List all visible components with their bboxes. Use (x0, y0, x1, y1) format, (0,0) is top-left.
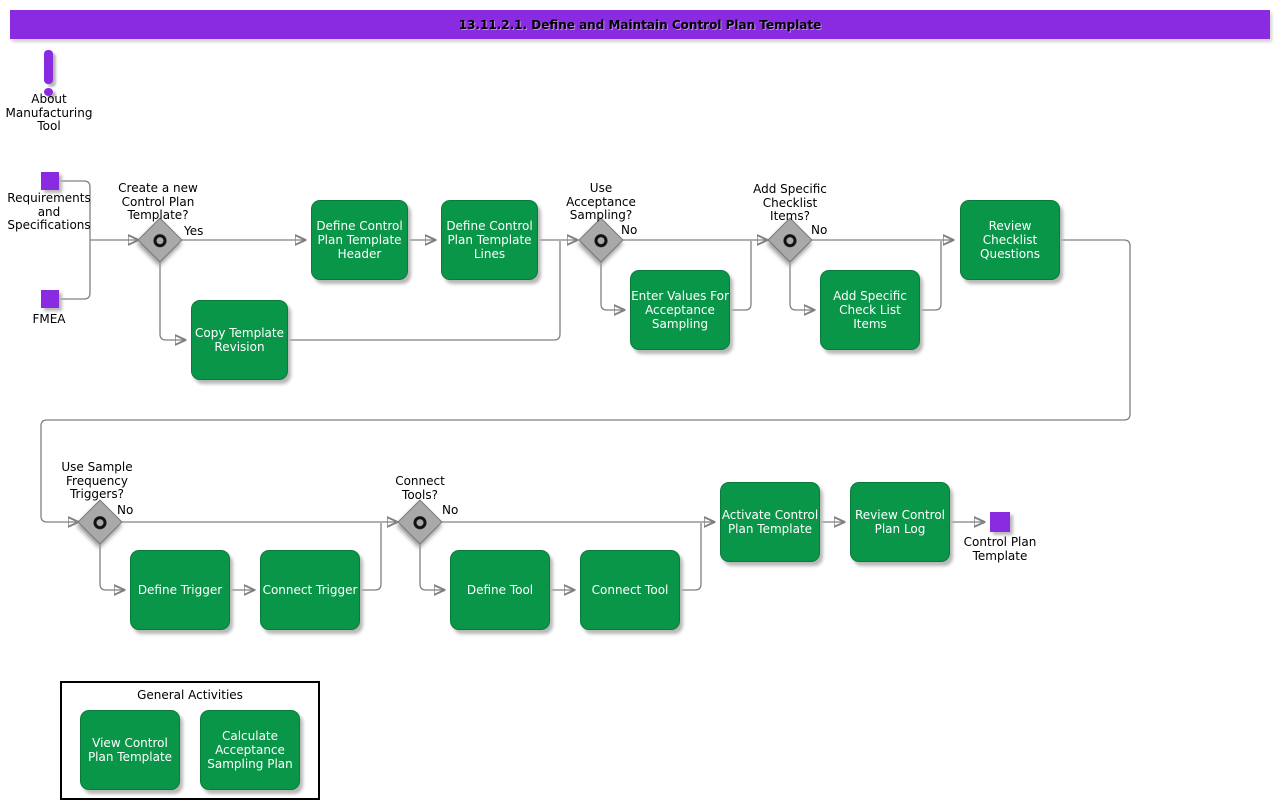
activity-copy-revision[interactable]: Copy Template Revision (191, 300, 288, 380)
about-exclamation-icon[interactable] (44, 50, 53, 84)
decision-circle-icon (90, 512, 110, 532)
about-label: About Manufacturing Tool (5, 92, 93, 133)
edge-create-no-down (159, 257, 185, 340)
decision-create-new-question: Create a new Control Plan Template? (118, 181, 198, 222)
activity-connect-tool[interactable]: Connect Tool (580, 550, 680, 630)
decision-sample-frequency-question: Use Sample Frequency Triggers? (61, 460, 133, 501)
page-title: 13.11.2.1. Define and Maintain Control P… (10, 10, 1270, 39)
activity-define-tool[interactable]: Define Tool (450, 550, 550, 630)
edge-entervalues-join (731, 241, 752, 311)
decision-circle-icon (150, 230, 170, 250)
decision-sample-frequency (77, 499, 123, 545)
edge-frequency-yes-down (99, 538, 124, 590)
decision-add-checklist-question: Add Specific Checklist Items? (753, 182, 827, 223)
edge-label-no-tools: No (442, 503, 459, 517)
decision-use-acceptance (578, 217, 624, 263)
activity-review-log[interactable]: Review Control Plan Log (850, 482, 950, 562)
activity-activate-template[interactable]: Activate Control Plan Template (720, 482, 820, 562)
edge-checklist-yes-down (789, 257, 814, 310)
artifact-control-plan-template-label: Control Plan Template (963, 535, 1037, 563)
activity-calculate-sampling[interactable]: Calculate Acceptance Sampling Plan (200, 710, 300, 790)
decision-circle-icon (780, 230, 800, 250)
activity-review-questions[interactable]: Review Checklist Questions (960, 200, 1060, 280)
edge-label-yes: Yes (184, 224, 204, 238)
general-activities-title: General Activities (137, 688, 243, 702)
decision-connect-tools (397, 499, 443, 545)
artifact-fmea-label: FMEA (32, 312, 66, 326)
decision-circle-icon (591, 230, 611, 250)
activity-view-template[interactable]: View Control Plan Template (80, 710, 180, 790)
activity-add-items[interactable]: Add Specific Check List Items (820, 270, 920, 350)
edge-label-no-acceptance: No (621, 223, 638, 237)
activity-define-trigger[interactable]: Define Trigger (130, 550, 230, 630)
edge-wrap-around (40, 239, 1131, 522)
activity-connect-trigger[interactable]: Connect Trigger (260, 550, 360, 630)
artifact-control-plan-template[interactable] (990, 512, 1010, 532)
decision-connect-tools-question: Connect Tools? (395, 474, 445, 502)
decision-add-checklist (767, 217, 813, 263)
activity-define-lines[interactable]: Define Control Plan Template Lines (441, 200, 538, 280)
edge-label-no-frequency: No (117, 503, 134, 517)
edge-connecttrigger-join (361, 523, 382, 591)
edge-additems-join (921, 241, 942, 311)
activity-define-header[interactable]: Define Control Plan Template Header (311, 200, 408, 280)
about-exclamation-dot-icon[interactable] (44, 88, 53, 96)
edge-connecttool-join (681, 523, 702, 591)
edge-tools-yes-down (419, 538, 444, 590)
decision-create-new (137, 217, 183, 263)
artifact-fmea[interactable] (41, 290, 59, 308)
decision-use-acceptance-question: Use Acceptance Sampling? (566, 181, 636, 222)
artifact-requirements[interactable] (41, 172, 59, 190)
activity-enter-values[interactable]: Enter Values For Acceptance Sampling (630, 270, 730, 350)
artifact-requirements-label: Requirements and Specifications (7, 191, 91, 232)
decision-circle-icon (410, 512, 430, 532)
edge-acceptance-yes-down (600, 257, 624, 310)
edge-label-no-checklist: No (811, 223, 828, 237)
